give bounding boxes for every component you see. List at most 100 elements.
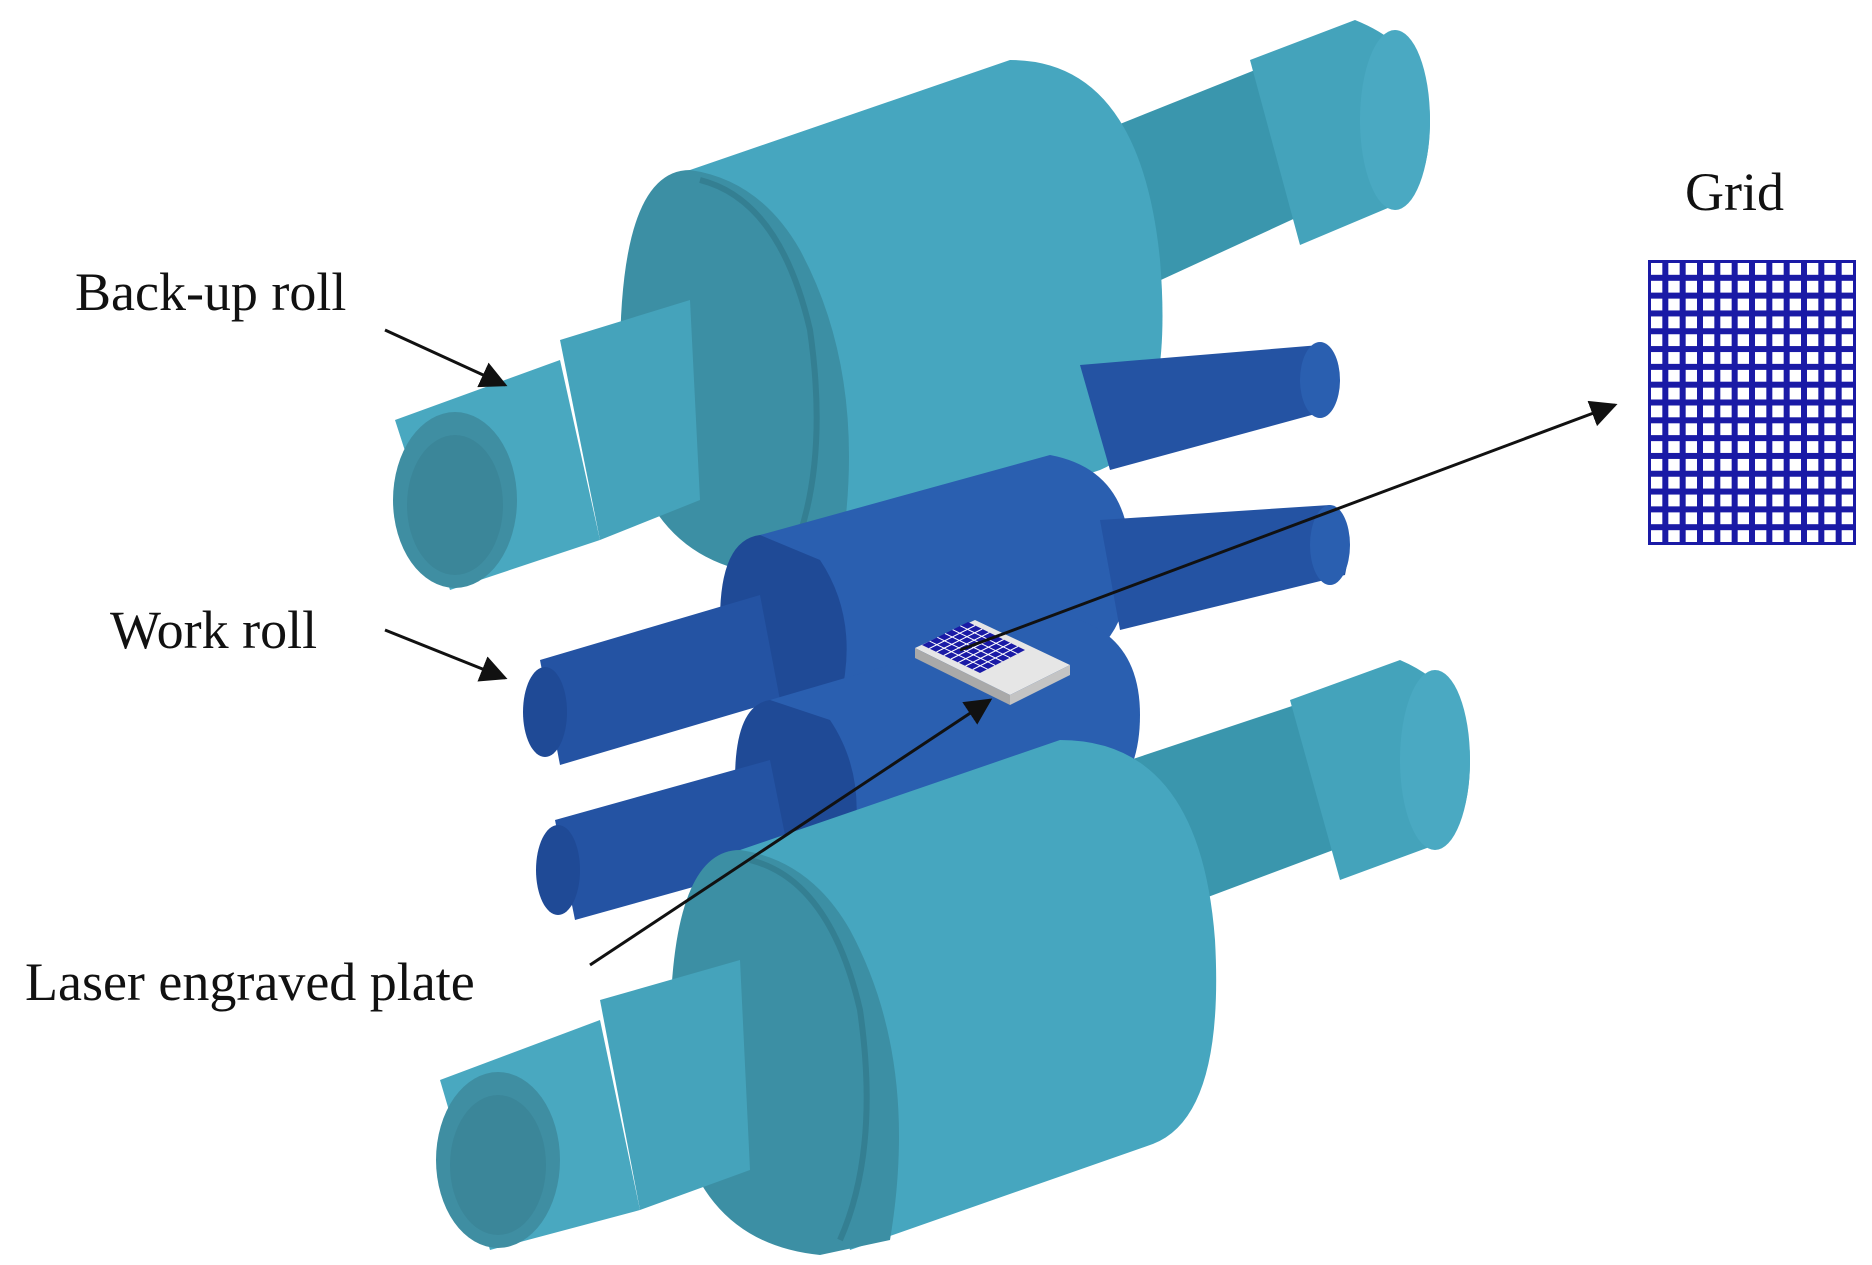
grid-cell — [1668, 405, 1680, 418]
grid-cell — [1841, 298, 1853, 311]
grid-cell — [1668, 494, 1680, 507]
grid-cell — [1755, 298, 1767, 311]
grid-cell — [1807, 316, 1819, 329]
grid-cell — [1737, 334, 1749, 347]
grid-cell — [1685, 316, 1697, 329]
grid-cell — [1703, 316, 1715, 329]
work-roll-arrow — [384, 628, 508, 682]
grid-cell — [1685, 405, 1697, 418]
plate-grid-line — [943, 632, 990, 656]
grid-cell — [1772, 530, 1784, 542]
grid-cell — [1772, 441, 1784, 453]
laser-plate-label: Laser engraved plate — [25, 952, 475, 1012]
grid-cell — [1668, 263, 1680, 275]
grid-cell — [1737, 298, 1749, 311]
grid-arrow — [959, 400, 1618, 652]
grid-cell — [1755, 458, 1767, 471]
grid-cell — [1737, 405, 1749, 418]
grid-cell — [1789, 298, 1801, 311]
grid-cell — [1789, 405, 1801, 418]
grid-cell — [1841, 405, 1853, 418]
grid-cell — [1668, 458, 1680, 471]
grid-cell — [1668, 316, 1680, 329]
grid-cell — [1841, 458, 1853, 471]
grid-cell — [1668, 298, 1680, 311]
grid-cell — [1651, 298, 1663, 311]
grid-cell — [1737, 494, 1749, 507]
grid-cell — [1772, 280, 1784, 293]
plate-grid-line — [965, 642, 1011, 667]
grid-cell — [1789, 369, 1801, 382]
grid-cell — [1703, 352, 1715, 364]
grid-cell — [1668, 369, 1680, 382]
grid-cell — [1703, 405, 1715, 418]
grid-cell — [1703, 441, 1715, 453]
grid-cell — [1703, 458, 1715, 471]
grid-cell — [1772, 298, 1784, 311]
grid-cell — [1841, 369, 1853, 382]
grid-cell — [1772, 263, 1784, 275]
grid-cell — [1807, 476, 1819, 489]
grid-cell — [1651, 352, 1663, 364]
grid-cell — [1789, 423, 1801, 436]
grid-cell — [1651, 369, 1663, 382]
grid-cell — [1789, 316, 1801, 329]
plate-grid-line — [972, 646, 1019, 670]
grid-cell — [1755, 476, 1767, 489]
grid-cell — [1841, 494, 1853, 507]
grid-cell — [1720, 369, 1732, 382]
grid-cell — [1651, 476, 1663, 489]
grid-cell — [1685, 494, 1697, 507]
grid-cell — [1737, 316, 1749, 329]
grid-cell — [1703, 423, 1715, 436]
grid-cell — [1651, 423, 1663, 436]
grid-cell — [1807, 334, 1819, 347]
grid-cell — [1807, 263, 1819, 275]
grid-cell — [1651, 334, 1663, 347]
grid-cell — [1807, 494, 1819, 507]
plate-grid-line — [929, 625, 976, 649]
grid-cell — [1841, 334, 1853, 347]
grid-cell — [1824, 530, 1836, 542]
grid-cell — [1737, 369, 1749, 382]
grid-cell — [1737, 280, 1749, 293]
grid-cell — [1807, 441, 1819, 453]
grid-cell — [1737, 423, 1749, 436]
grid-cell — [1703, 369, 1715, 382]
grid-cell — [1824, 316, 1836, 329]
grid-cell — [1720, 352, 1732, 364]
grid-cell — [1772, 405, 1784, 418]
grid-cell — [1737, 387, 1749, 400]
grid-cell — [1668, 387, 1680, 400]
work-roll-label: Work roll — [110, 600, 317, 660]
grid-cell — [1685, 263, 1697, 275]
grid-cell — [1651, 405, 1663, 418]
grid-cell — [1807, 387, 1819, 400]
grid-cell — [1703, 530, 1715, 542]
grid-cell — [1685, 512, 1697, 525]
grid-cell — [1824, 476, 1836, 489]
grid-cell — [1755, 441, 1767, 453]
grid-cell — [1755, 369, 1767, 382]
arrows — [384, 328, 1618, 967]
grid-cell — [1755, 334, 1767, 347]
grid-cell — [1737, 352, 1749, 364]
grid-cell — [1841, 352, 1853, 364]
grid-cell — [1789, 476, 1801, 489]
grid-cell — [1789, 387, 1801, 400]
grid-cell — [1668, 280, 1680, 293]
grid-cell — [1651, 387, 1663, 400]
grid-cell — [1685, 423, 1697, 436]
grid-cell — [1703, 512, 1715, 525]
grid-cell — [1789, 334, 1801, 347]
grid-cell — [1703, 387, 1715, 400]
grid-cell — [1824, 387, 1836, 400]
grid-cell — [1772, 352, 1784, 364]
grid-cell — [1651, 280, 1663, 293]
grid-cell — [1772, 476, 1784, 489]
grid-cell — [1824, 423, 1836, 436]
grid-cell — [1789, 494, 1801, 507]
grid-cell — [1703, 334, 1715, 347]
grid-cell — [1737, 512, 1749, 525]
grid-cell — [1807, 298, 1819, 311]
